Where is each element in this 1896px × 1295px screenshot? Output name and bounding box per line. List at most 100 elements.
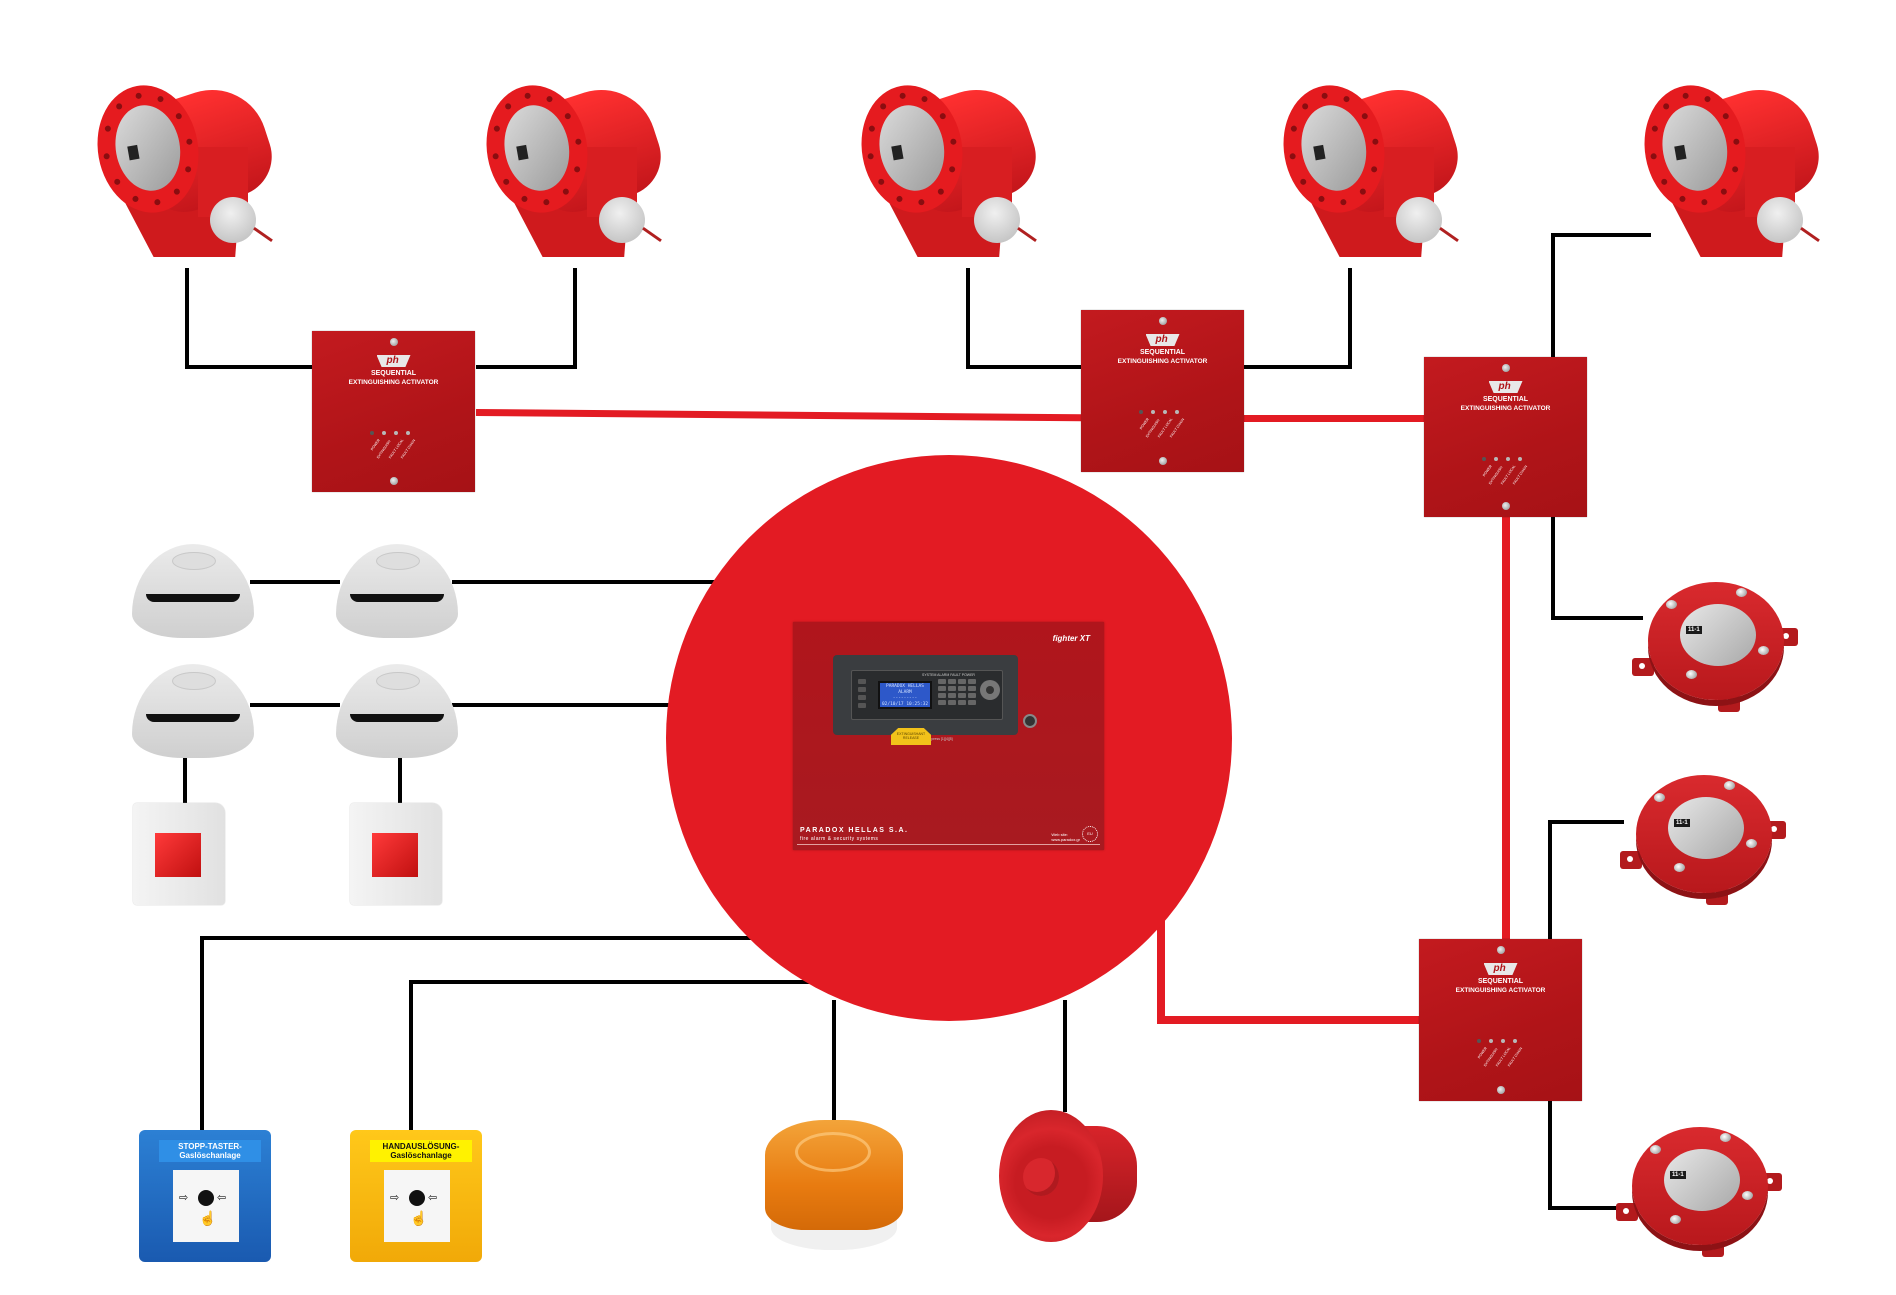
bolt-icon	[1758, 646, 1769, 655]
activator-title-line1: SEQUENTIAL	[1482, 396, 1529, 403]
strobe-rings	[795, 1132, 871, 1172]
activator-title-line1: SEQUENTIAL	[370, 370, 417, 377]
wire-cyl4-act2-h	[1242, 365, 1352, 369]
solenoid-nameplate: 11-1	[1680, 604, 1756, 666]
key[interactable]	[968, 693, 976, 698]
function-button[interactable]	[858, 703, 866, 708]
led-power	[1477, 1039, 1481, 1043]
key[interactable]	[938, 693, 946, 698]
dpad-center[interactable]	[986, 686, 994, 694]
key[interactable]	[938, 700, 946, 705]
wire-act3-sol1-v	[1551, 517, 1555, 620]
wire-cyl2-act1-v	[573, 268, 577, 369]
key[interactable]	[948, 693, 956, 698]
detector-cap	[376, 552, 420, 570]
push-button-icon[interactable]	[409, 1190, 425, 1206]
key[interactable]	[958, 686, 966, 691]
activator-4[interactable]: ph SEQUENTIAL EXTINGUISHING ACTIVATOR PO…	[1419, 939, 1582, 1101]
manual-release-callpoint[interactable]: HANDAUSLÖSUNG- Gaslöschanlage ⇨ ⇦ ☝	[350, 1130, 482, 1262]
detector-vent	[350, 714, 444, 722]
flange-bolt	[131, 195, 139, 203]
solenoid-actuator-1: 11-1	[1630, 582, 1802, 722]
extinguisher-cylinder-4	[1273, 75, 1469, 270]
status-leds	[370, 431, 420, 437]
flange-bolt	[1720, 187, 1728, 195]
key[interactable]	[948, 700, 956, 705]
ph-logo-icon: ph	[1488, 381, 1523, 393]
flange-bolt	[564, 112, 572, 120]
detector-vent	[146, 714, 240, 722]
cable	[642, 226, 662, 243]
ph-logo-icon: ph	[1145, 334, 1180, 346]
indicator-lens	[155, 833, 201, 877]
key[interactable]	[968, 679, 976, 684]
flange-bolt	[113, 178, 121, 186]
extinguishant-release-button[interactable]: EXTINGUISHANT RELEASE	[891, 728, 931, 745]
bolt-icon	[1742, 1191, 1753, 1200]
alarm-sounder	[999, 1110, 1137, 1242]
led-power	[370, 431, 374, 435]
strobe-beacon	[765, 1120, 903, 1250]
solenoid-nameplate: 11-1	[1668, 797, 1744, 859]
detector-cap	[172, 552, 216, 570]
function-button[interactable]	[858, 687, 866, 692]
detector-vent	[350, 594, 444, 602]
flange-bolt	[1361, 112, 1369, 120]
led-fault-local	[1163, 410, 1167, 414]
key[interactable]	[948, 679, 956, 684]
flange-bolt	[921, 95, 929, 103]
wire-act4-sol2-v	[1548, 820, 1552, 940]
fire-control-panel[interactable]: fighter XT SYSTEM ALARM FAULT POWER PARA…	[793, 622, 1104, 850]
key[interactable]	[968, 686, 976, 691]
key[interactable]	[968, 700, 976, 705]
lcd-display: PARADOX HELLAS ALARM --------- 02/10/17 …	[878, 681, 932, 709]
logo-text: ph	[1493, 963, 1506, 974]
flange-bolt	[937, 187, 945, 195]
key-lock-icon[interactable]	[1023, 714, 1037, 728]
indicator-light-2	[350, 803, 442, 905]
key[interactable]	[958, 700, 966, 705]
lcd-line: ---------	[892, 696, 918, 701]
function-button[interactable]	[858, 695, 866, 700]
wire-act4-sol3-v	[1548, 1100, 1552, 1210]
red-bus-act3-act4	[1502, 517, 1510, 941]
function-button[interactable]	[858, 679, 866, 684]
flange-bolt	[1732, 138, 1740, 146]
screw-icon	[389, 477, 398, 485]
activator-3[interactable]: ph SEQUENTIAL EXTINGUISHING ACTIVATOR PO…	[1424, 357, 1587, 517]
key[interactable]	[938, 679, 946, 684]
junction-box	[599, 197, 645, 243]
key[interactable]	[938, 686, 946, 691]
solenoid-disc: 11-1	[1648, 582, 1784, 700]
push-button-icon[interactable]	[198, 1190, 214, 1206]
led-power	[1482, 457, 1486, 461]
callpoint-label-line2: Gaslöschanlage	[390, 1151, 452, 1160]
flange-bolt	[1682, 92, 1690, 100]
hand-pointer-icon: ☝	[410, 1210, 428, 1226]
panel-keypad: SYSTEM ALARM FAULT POWER PARADOX HELLAS …	[851, 670, 1003, 741]
mount-tab	[1616, 1203, 1638, 1221]
navigation-dpad[interactable]	[980, 680, 1000, 700]
smoke-detector-2	[336, 544, 458, 638]
callpoint-window[interactable]: ⇨ ⇦ ☝	[384, 1170, 450, 1242]
wire-panel-callpoint2-h	[409, 980, 829, 984]
activator-2[interactable]: ph SEQUENTIAL EXTINGUISHING ACTIVATOR PO…	[1081, 310, 1244, 472]
activator-1[interactable]: ph SEQUENTIAL EXTINGUISHING ACTIVATOR PO…	[312, 331, 475, 492]
flange-bolt	[867, 152, 875, 160]
flange-bolt	[1359, 187, 1367, 195]
flange-bolt	[1678, 195, 1686, 203]
key[interactable]	[948, 686, 956, 691]
callpoint-window[interactable]: ⇨ ⇦ ☝	[173, 1170, 239, 1242]
status-leds	[1139, 410, 1189, 416]
solenoid-actuator-3: 11-1	[1614, 1127, 1786, 1267]
flange-bolt	[939, 112, 947, 120]
key[interactable]	[958, 679, 966, 684]
stop-button-callpoint[interactable]: STOPP-TASTER- Gaslöschanlage ⇨ ⇦ ☝	[139, 1130, 271, 1262]
status-leds	[1477, 1039, 1527, 1045]
indicator-light-1	[133, 803, 225, 905]
wire-cyl3-act2-v	[966, 268, 970, 369]
wire-act3-sol1-h	[1551, 616, 1643, 620]
screw-icon	[389, 338, 398, 346]
wire-cyl5-act3-h	[1551, 233, 1651, 237]
key[interactable]	[958, 693, 966, 698]
